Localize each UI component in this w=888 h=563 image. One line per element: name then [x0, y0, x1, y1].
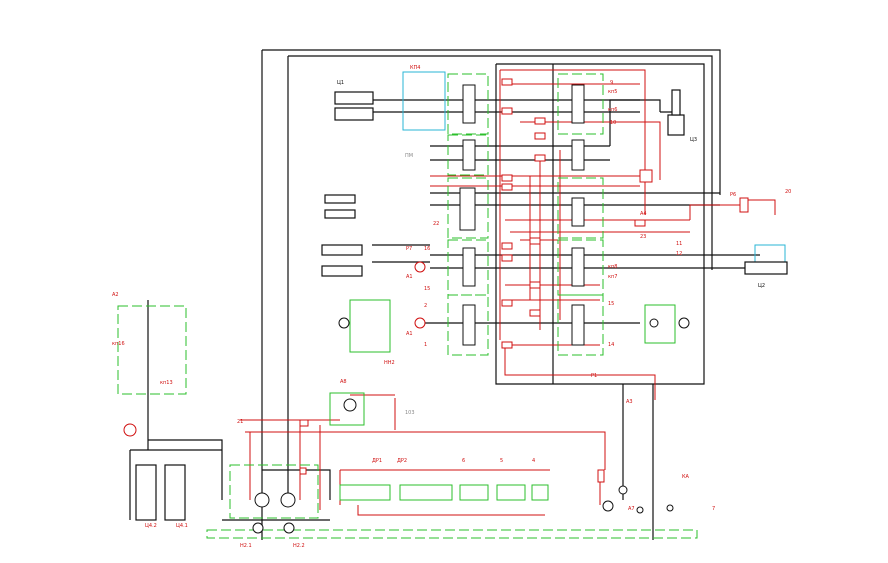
label-tsa1: Ц4.1 — [176, 523, 188, 529]
cylinders — [135, 89, 788, 521]
label-p20: 20 — [785, 189, 791, 195]
control-blocks — [339, 484, 549, 501]
valve-spools — [459, 84, 585, 346]
label-dr2: ДР2 — [397, 458, 407, 464]
labels: Ц1 Ц3 Ц2 Ц4.2 Ц4.1 ПМ А2 А1 А1 А3 Р1 Р6 … — [112, 65, 791, 549]
label-p10: 10 — [610, 120, 616, 126]
label-a1b: А1 — [406, 274, 413, 280]
label-p7: 7 — [712, 506, 715, 512]
label-pm: ПМ — [405, 153, 413, 159]
label-ka: КА — [682, 474, 690, 480]
label-kp14: кп16 — [112, 341, 125, 347]
label-p22: 22 — [433, 221, 439, 227]
label-p15: 15 — [424, 286, 430, 292]
label-kp6: кп6 — [608, 107, 617, 113]
label-p16: 16 — [424, 246, 430, 252]
label-ts2: Ц2 — [758, 283, 765, 289]
label-tsa2: Ц4.2 — [145, 523, 157, 529]
label-kp8: кп8 — [608, 264, 617, 270]
label-kp4: КП4 — [410, 65, 421, 71]
label-ts3: Ц3 — [690, 137, 697, 143]
label-r7: Р7 — [406, 246, 412, 252]
label-p103: 103 — [405, 410, 415, 416]
label-ts1: Ц1 — [337, 80, 344, 86]
label-p14: 14 — [608, 342, 614, 348]
label-p6: 6 — [462, 458, 465, 464]
label-r1: Р1 — [591, 373, 597, 379]
label-kp7: кп7 — [608, 274, 617, 280]
label-r6: Р6 — [730, 192, 736, 198]
label-a7: А7 — [628, 506, 635, 512]
label-n21: Н2.1 — [240, 543, 252, 549]
label-p5: 5 — [500, 458, 503, 464]
label-a4: А4 — [640, 211, 647, 217]
green-valve-frames — [117, 73, 698, 539]
green-solid-frames — [329, 299, 676, 426]
label-p1: 1 — [424, 342, 427, 348]
label-n22: Н2.2 — [293, 543, 305, 549]
red-components — [299, 78, 749, 483]
label-nh2: НН2 — [384, 360, 395, 366]
label-p4: 4 — [532, 458, 535, 464]
label-a3: А3 — [626, 399, 633, 405]
label-p15b: 15 — [608, 301, 614, 307]
label-kp13: кп13 — [160, 380, 173, 386]
label-p11: 11 — [676, 241, 682, 247]
pumps-and-gauges — [123, 261, 690, 534]
label-kp5: кп5 — [608, 89, 617, 95]
label-p2: 2 — [424, 303, 427, 309]
label-p21: 21 — [237, 419, 243, 425]
label-p23: 23 — [640, 234, 646, 240]
label-dr1: ДР1 — [372, 458, 382, 464]
label-a1: А1 — [406, 331, 413, 337]
cyan-frames — [402, 71, 786, 266]
label-p9: 9 — [610, 80, 613, 86]
label-a8: А8 — [340, 379, 347, 385]
label-p12: 12 — [676, 251, 682, 257]
label-a2: А2 — [112, 292, 119, 298]
